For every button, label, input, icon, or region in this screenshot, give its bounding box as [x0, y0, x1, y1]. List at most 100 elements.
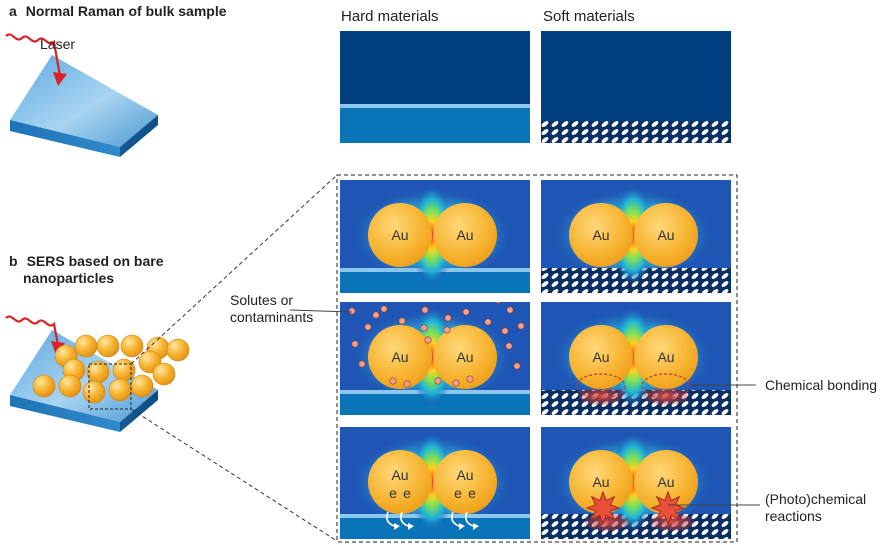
column-hard-materials: Hard materials [341, 8, 439, 25]
gold-nanoparticle [120, 334, 144, 358]
gold-nanoparticle [112, 358, 136, 382]
au-label: Au [456, 467, 473, 483]
contaminant-molecule [424, 336, 432, 344]
gold-nanoparticle [108, 378, 132, 402]
au-nanoparticle [569, 325, 633, 389]
solutes-leader-line [289, 309, 353, 313]
contaminant-molecule [372, 311, 380, 319]
contaminant-molecule [389, 377, 397, 385]
reaction-burst-icon [650, 490, 686, 526]
electron-transfer-arrow [451, 511, 460, 527]
contaminant-molecule [398, 317, 406, 325]
contaminant-molecule [421, 306, 429, 314]
au-label: Au [657, 227, 674, 243]
au-nanoparticle [634, 450, 698, 514]
au-nanoparticle [634, 325, 698, 389]
au-label: Au [391, 227, 408, 243]
contaminant-molecule [434, 377, 442, 385]
solutes-label-line1: Solutes or [230, 292, 294, 308]
gold-nanoparticle [130, 374, 154, 398]
contaminant-molecule [513, 362, 521, 370]
bulk-sample-slab [10, 55, 158, 157]
au-nanoparticle [433, 203, 497, 267]
electron-arrowhead [394, 523, 400, 530]
electron-label: e [454, 485, 462, 501]
contaminant-molecule [351, 340, 359, 348]
au-nanoparticle [433, 325, 497, 389]
chemical-bond-glow [579, 387, 623, 405]
gold-nanoparticle [74, 334, 98, 358]
gold-nanoparticle [82, 380, 106, 404]
chemical-bonding-label: Chemical bonding [765, 377, 878, 393]
hard-panel-contaminants: Au Au [340, 294, 530, 415]
laser-label: Laser [40, 36, 76, 52]
au-nanoparticle [368, 325, 432, 389]
laser-arrowhead-a [53, 72, 67, 86]
soft-panel-reactions: Au Au [541, 427, 731, 539]
zoom-line-bottom [130, 408, 338, 542]
contaminant-molecule [358, 360, 366, 368]
panel-a-title: a Normal Raman of bulk sample [9, 3, 227, 20]
gold-nanoparticle [32, 374, 56, 398]
electron-arrowhead [473, 523, 479, 530]
bonding-region-outline [641, 373, 691, 399]
au-label: Au [456, 349, 473, 365]
au-label: Au [657, 349, 674, 365]
panel-b-letter: b [9, 253, 18, 269]
laser-arrowhead-b [51, 341, 65, 355]
photochemical-label-line1: (Photo)chemical [765, 491, 867, 507]
contaminant-molecule [443, 326, 451, 334]
column-soft-materials: Soft materials [543, 8, 635, 25]
panel-b-title-line1: SERS based on bare [26, 253, 164, 269]
hard-panel-clean: Au Au [340, 180, 530, 293]
contaminant-molecule [348, 307, 356, 315]
panel-a-title-text: Normal Raman of bulk sample [25, 3, 227, 19]
laser-beam-a [5, 33, 62, 77]
au-label: Au [592, 474, 609, 490]
zoomed-detail-frame [336, 174, 738, 543]
au-label: Au [657, 474, 674, 490]
contaminant-molecule [517, 322, 525, 330]
au-label: Au [391, 349, 408, 365]
au-nanoparticle [634, 203, 698, 267]
electron-label: e [389, 485, 397, 501]
soft-panel-clean: Au Au [541, 180, 731, 293]
contaminant-molecule [397, 294, 403, 300]
contaminant-molecule [495, 302, 501, 304]
electron-arrowhead [459, 523, 465, 530]
electron-transfer-arrow [465, 511, 474, 527]
hard-material-bulk [340, 31, 530, 143]
gold-nanoparticle [152, 362, 176, 386]
contaminant-molecule [420, 324, 428, 332]
contaminant-molecule [444, 314, 452, 322]
panel-a-letter: a [9, 3, 17, 19]
zoom-line-top [130, 174, 338, 365]
panel-b-title-line2: nanoparticles [23, 270, 115, 286]
contaminant-molecule [501, 327, 509, 335]
electron-transfer-arrow [400, 511, 409, 527]
soft-panel-bonding: Au Au [541, 302, 731, 415]
contaminant-molecule [452, 379, 460, 387]
au-nanoparticle [433, 450, 497, 514]
chemical-bond-glow [644, 387, 688, 405]
electron-label: e [468, 485, 476, 501]
au-nanoparticle [368, 450, 432, 514]
au-label: Au [592, 349, 609, 365]
contaminant-molecule [505, 342, 513, 350]
electron-label: e [403, 485, 411, 501]
contaminant-molecule [484, 318, 492, 326]
gold-nanoparticle [166, 338, 190, 362]
photochemical-label-line2: reactions [765, 508, 822, 524]
gold-nanoparticle [96, 334, 120, 358]
nanoparticle-cluster [32, 334, 190, 404]
au-label: Au [592, 227, 609, 243]
soft-material-bulk [541, 31, 731, 143]
contaminant-molecule [506, 306, 514, 314]
contaminant-molecule [364, 323, 372, 331]
au-label: Au [391, 467, 408, 483]
au-label: Au [456, 227, 473, 243]
contaminant-molecule [466, 375, 474, 383]
contaminant-molecule [403, 380, 411, 388]
reaction-burst-icon [585, 490, 621, 526]
